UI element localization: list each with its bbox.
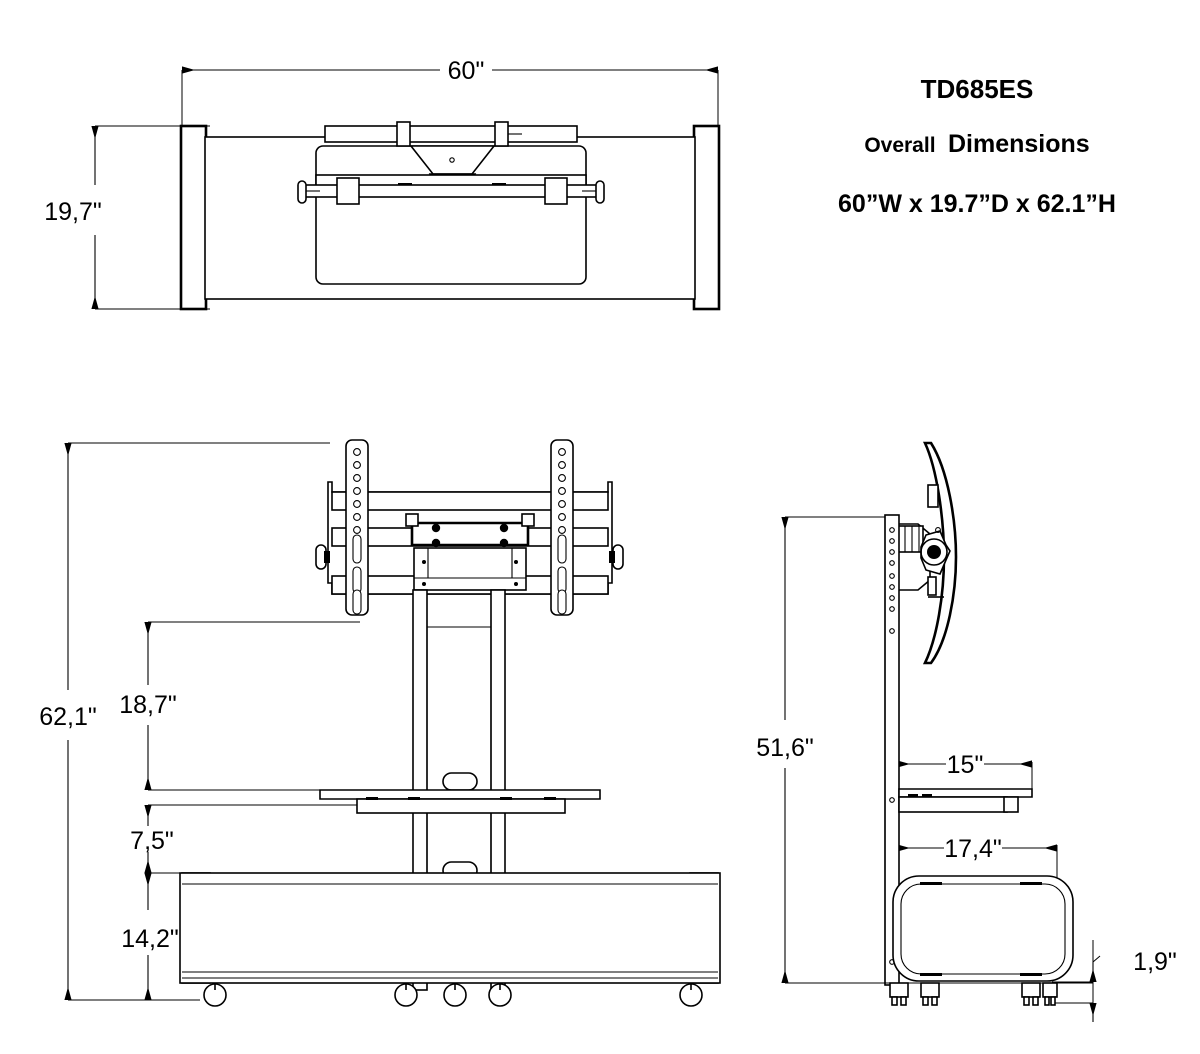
front-mount-arm-left: [345, 439, 369, 616]
heading-prefix: Overall: [864, 134, 935, 157]
dimension-cabinet-depth: 17,4": [896, 835, 1058, 880]
front-casters: [203, 983, 703, 1007]
front-vesa-tab-left: [405, 513, 419, 527]
front-vesa-plate: [410, 521, 530, 547]
front-view: 62,1" 18,7" 7,5": [39, 439, 721, 1007]
dimension-overall-height: 62,1": [39, 442, 330, 1001]
top-swivel-pivot: [449, 157, 455, 163]
overall-dimensions-heading: Overall Dimensions: [864, 130, 1089, 158]
side-glass-shelf: [898, 788, 1033, 798]
top-upper-rail: [324, 125, 578, 143]
front-shelf-clip-4: [544, 797, 556, 800]
front-shelf-clip-1: [366, 797, 378, 800]
front-mount-arm-left-slot-a: [352, 534, 362, 564]
side-casters: [889, 982, 1058, 1006]
front-grommet-upper: [442, 772, 478, 791]
dimension-caster-offset: 1,9": [1052, 940, 1177, 1022]
top-tube-sleeve-right: [544, 177, 568, 205]
side-tv-hook-upper: [927, 484, 939, 508]
front-bracket-dot-1: [422, 560, 426, 564]
dim-label-column-height: 51,6": [756, 734, 814, 762]
side-shelf-support: [898, 796, 1008, 813]
front-center-bracket-box: [413, 547, 527, 591]
front-glass-shelf: [319, 789, 601, 800]
front-bracket-dot-2: [514, 560, 518, 564]
top-left-endcap: [179, 124, 208, 311]
top-rail-cap-left: [396, 121, 411, 147]
dim-label-top-depth: 19,7": [44, 198, 102, 226]
side-cabinet-inner: [900, 883, 1066, 975]
front-mount-arm-right-slot-a: [557, 534, 567, 564]
dimension-shelf-depth: 15": [896, 751, 1033, 792]
front-shelf-clip-2: [408, 797, 420, 800]
side-swivel-ring: [920, 538, 948, 566]
side-shelf-clip-b: [922, 794, 932, 797]
model-code: TD685ES: [921, 74, 1034, 104]
side-tv-panel: [922, 441, 958, 665]
side-hub-pin: [935, 527, 941, 533]
front-mount-arm-left-slot-c: [352, 589, 362, 615]
front-shelf-clip-3: [500, 797, 512, 800]
front-mount-arm-right: [550, 439, 574, 616]
dim-label-cabinet-height: 14,2": [121, 925, 179, 953]
dim-label-caster-offset: 1,9": [1133, 948, 1177, 976]
side-shelf-clip-a: [908, 794, 918, 797]
top-rail-cap-right: [494, 121, 509, 147]
top-tube-sleeve-left: [336, 177, 360, 205]
dimension-column-height: 51,6": [756, 516, 890, 984]
side-cabinet-top-clip-left: [920, 882, 942, 885]
dim-label-top-width: 60": [448, 57, 485, 85]
front-bracket-dot-4: [514, 582, 518, 586]
side-column-holes: [889, 527, 895, 965]
heading-main: Dimensions: [948, 130, 1090, 158]
front-cabinet-body: [179, 872, 721, 984]
front-shelf-support-bar: [356, 798, 566, 814]
top-tube-endcap-left: [297, 180, 307, 204]
dimension-top-depth: 19,7": [44, 125, 210, 310]
front-mount-arm-right-holes: [558, 448, 566, 547]
front-mount-arm-left-holes: [353, 448, 361, 547]
side-cabinet-top-clip-right: [1020, 882, 1042, 885]
dimension-top-width: 60": [181, 57, 719, 140]
top-right-endcap: [692, 124, 721, 311]
front-mount-arm-left-slot-b: [352, 566, 362, 594]
dim-label-shelf-to-cabinet: 7,5": [130, 827, 174, 855]
dim-label-shelf-depth: 15": [947, 751, 984, 779]
front-mount-bar-top: [331, 491, 609, 511]
front-mount-knob-right-stub: [609, 551, 615, 563]
front-vesa-bolt-tl: [431, 523, 441, 533]
side-shelf-bracket-end: [1003, 796, 1019, 813]
dim-label-cabinet-depth: 17,4": [944, 835, 1002, 863]
front-bracket-dot-3: [422, 582, 426, 586]
front-mount-arm-right-slot-c: [557, 589, 567, 615]
dimension-cabinet-height: 14,2": [121, 873, 200, 1001]
title-block: TD685ES Overall Dimensions 60”W x 19.7”D…: [838, 74, 1116, 218]
front-mount-arm-right-slot-b: [557, 566, 567, 594]
front-vesa-tab-right: [521, 513, 535, 527]
dimension-shelf-to-cabinet: 7,5": [130, 804, 360, 874]
front-vesa-bolt-tr: [499, 523, 509, 533]
front-vesa-bolt-bl: [431, 538, 441, 548]
top-tube-endcap-right: [595, 180, 605, 204]
side-cabinet-bottom-clip-right: [1020, 973, 1042, 976]
front-vesa-bolt-br: [499, 538, 509, 548]
side-swivel-center: [927, 545, 941, 559]
side-view: 51,6" 15" 17,4": [756, 441, 1177, 1022]
side-cabinet-bottom-clip-left: [920, 973, 942, 976]
dim-label-overall-height: 62,1": [39, 703, 97, 731]
overall-dimensions-value: 60”W x 19.7”D x 62.1”H: [838, 190, 1116, 218]
side-tv-hook-lower: [927, 576, 937, 596]
dim-label-screen-to-shelf: 18,7": [119, 691, 177, 719]
top-view: 60" 19,7": [44, 57, 721, 311]
front-mount-knob-left-stub: [324, 551, 330, 563]
dimension-screen-to-shelf: 18,7": [119, 621, 360, 791]
